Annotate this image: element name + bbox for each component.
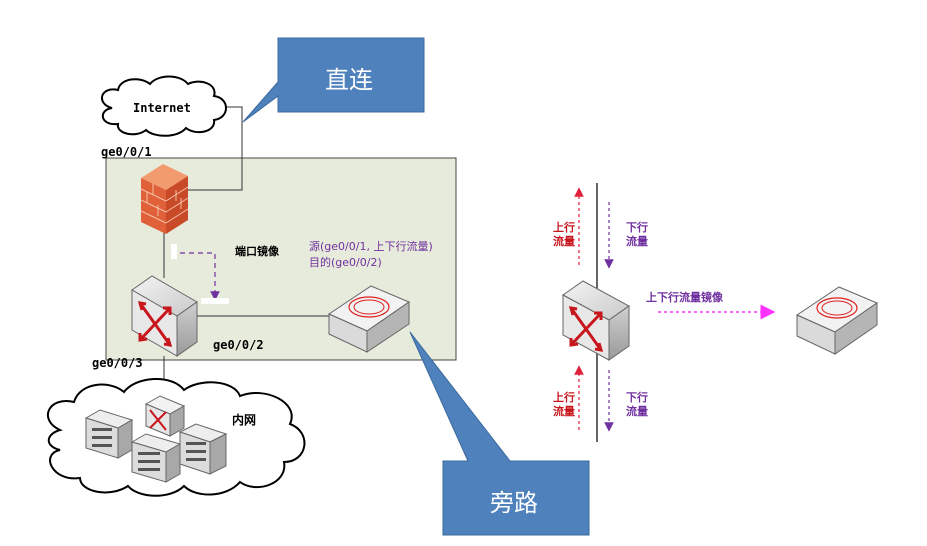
downlink-flow-label-bottom: 流量 bbox=[626, 405, 648, 418]
uplink-label-top: 上行 bbox=[553, 221, 575, 234]
mirror-source-label: 源(ge0/0/1, 上下行流量) bbox=[309, 240, 433, 253]
mirror-switch-icon bbox=[562, 280, 630, 361]
direct-callout bbox=[242, 37, 425, 123]
ge002-label: ge0/0/2 bbox=[213, 338, 264, 352]
ge001-label: ge0/0/1 bbox=[101, 145, 152, 159]
core-switch-icon bbox=[131, 275, 198, 357]
bypass-callout-text: 旁路 bbox=[490, 489, 538, 517]
downlink-flow-label-top: 流量 bbox=[626, 235, 648, 248]
probe-device-icon bbox=[327, 285, 411, 353]
intranet-label: 内网 bbox=[232, 413, 257, 427]
internet-link bbox=[185, 106, 243, 191]
mirror-arrow bbox=[180, 252, 220, 301]
mirror-destination-label: 目的(ge0/0/2) bbox=[309, 256, 382, 269]
internet-cloud-icon bbox=[101, 75, 227, 137]
downlink-label-bottom: 下行 bbox=[626, 391, 648, 404]
port-mirror-label: 端口镜像 bbox=[235, 245, 279, 258]
uplink-label-bottom: 上行 bbox=[553, 391, 575, 404]
probe-device-icon bbox=[795, 286, 879, 355]
internet-label: Internet bbox=[133, 101, 191, 115]
bypass-callout bbox=[409, 331, 590, 536]
downlink-label-top: 下行 bbox=[626, 221, 648, 234]
server-icon bbox=[84, 409, 134, 459]
lan-switch-icon bbox=[144, 395, 186, 437]
uplink-flow-label-bottom: 流量 bbox=[553, 405, 575, 418]
intranet-cloud-icon bbox=[47, 377, 306, 497]
uplink-flow-label-top: 流量 bbox=[553, 235, 575, 248]
direct-callout-text: 直连 bbox=[325, 66, 373, 94]
firewall-icon bbox=[140, 164, 189, 234]
server-icon bbox=[178, 423, 228, 475]
ge003-label: ge0/0/3 bbox=[92, 356, 143, 370]
mirror-flow-label: 上下行流量镜像 bbox=[646, 291, 723, 304]
